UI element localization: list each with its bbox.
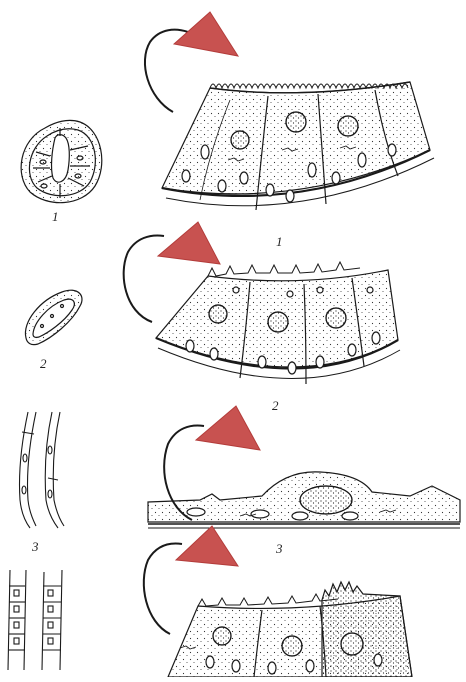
left-label-1: 1 xyxy=(52,209,59,224)
right-label-3: 3 xyxy=(275,541,283,556)
triangle-arrowhead-icon xyxy=(158,222,220,264)
duct-oblique-2 xyxy=(25,290,82,344)
triangle-arrowhead-icon xyxy=(174,12,238,56)
epithelium-panel-2 xyxy=(156,262,400,384)
triangle-arrowhead-icon xyxy=(196,406,260,450)
epithelium-panel-4 xyxy=(168,582,412,677)
cuboidal-tubes-4 xyxy=(8,570,62,670)
triangle-arrowhead-icon xyxy=(176,526,238,566)
capillary-3 xyxy=(19,412,64,528)
curved-arrow-icon xyxy=(144,544,182,634)
right-label-2: 2 xyxy=(272,398,279,413)
left-label-3: 3 xyxy=(31,539,39,554)
curved-arrow-icon xyxy=(124,236,164,322)
epithelium-panel-1 xyxy=(162,82,434,210)
duct-cross-section-1 xyxy=(21,120,102,202)
right-label-1: 1 xyxy=(276,234,283,249)
left-label-2: 2 xyxy=(40,356,47,371)
epithelium-panel-3 xyxy=(148,472,460,528)
